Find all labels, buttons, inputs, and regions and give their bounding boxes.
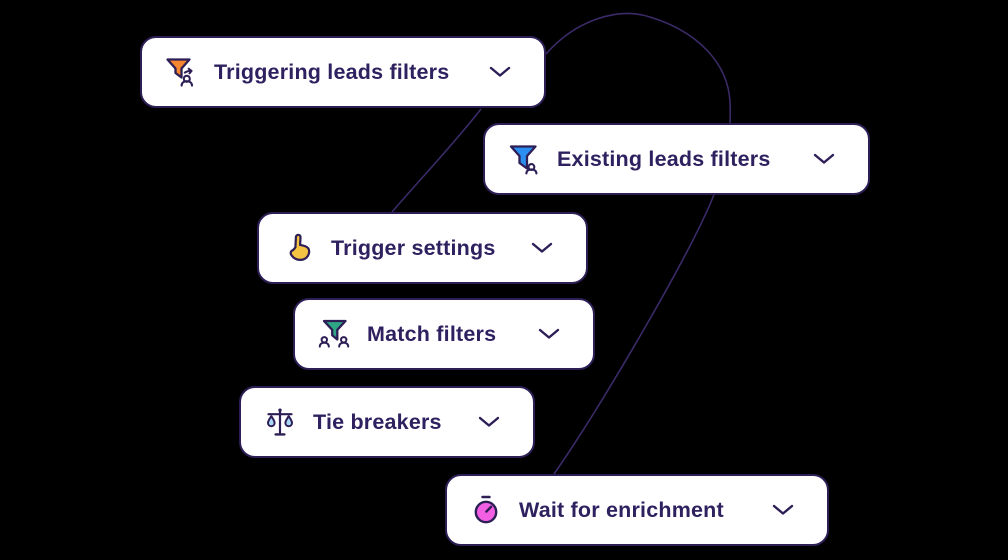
node-trigger-settings[interactable]: Trigger settings: [257, 212, 588, 284]
node-match-filters[interactable]: Match filters: [293, 298, 595, 370]
node-existing-leads-filters[interactable]: Existing leads filters: [483, 123, 870, 195]
node-label: Existing leads filters: [557, 146, 771, 171]
funnel-users-icon: [318, 319, 350, 348]
connector-top-loop: [545, 12, 732, 475]
connector-triggering-to-settings: [391, 108, 482, 213]
node-label: Match filters: [367, 321, 497, 346]
node-label: Triggering leads filters: [214, 59, 450, 84]
chevron-down-icon[interactable]: [489, 66, 511, 78]
funnel-user-icon: [509, 145, 538, 175]
chevron-down-icon[interactable]: [478, 416, 500, 428]
chevron-down-icon[interactable]: [813, 153, 835, 165]
node-label: Wait for enrichment: [519, 497, 724, 522]
node-wait-for-enrichment[interactable]: Wait for enrichment: [445, 474, 829, 546]
scales-icon: [267, 408, 293, 436]
node-triggering-leads-filters[interactable]: Triggering leads filters: [140, 36, 546, 108]
node-label: Trigger settings: [331, 235, 496, 260]
pointing-hand-icon: [289, 233, 311, 261]
chevron-down-icon[interactable]: [531, 242, 553, 254]
funnel-user-arrow-icon: [166, 58, 194, 87]
stopwatch-icon: [474, 495, 498, 524]
node-label: Tie breakers: [313, 409, 442, 434]
chevron-down-icon[interactable]: [772, 504, 794, 516]
node-tie-breakers[interactable]: Tie breakers: [239, 386, 535, 458]
chevron-down-icon[interactable]: [538, 328, 560, 340]
